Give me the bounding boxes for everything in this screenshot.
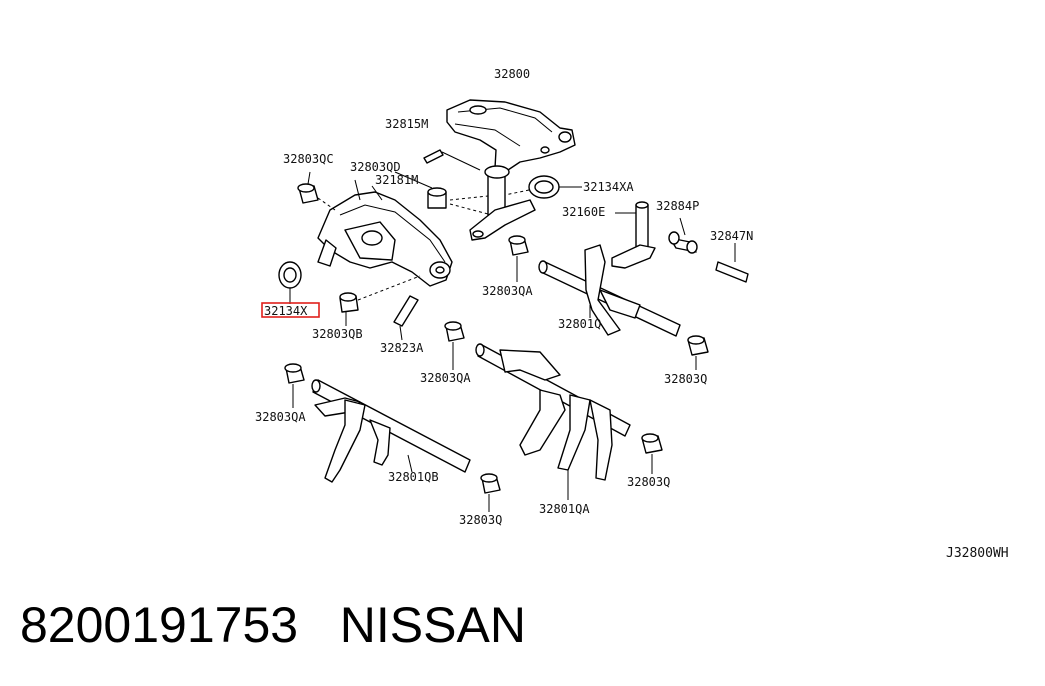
label-32803QA-middle[interactable]: 32803QA	[420, 371, 471, 385]
label-32803QD[interactable]: 32803QD	[350, 160, 401, 174]
label-32803QB[interactable]: 32803QB	[312, 327, 363, 341]
pin-32847N	[715, 243, 749, 283]
bushing-32803QB	[339, 275, 421, 326]
shift-lever-bracket-32800	[446, 99, 576, 241]
bushing-32803Q-right	[687, 335, 709, 370]
seal-32134XA	[504, 175, 582, 199]
fork-rod-32801QB	[311, 379, 471, 483]
footer-part-info: 8200191753 NISSAN	[20, 596, 526, 654]
label-32134X[interactable]: 32134X	[264, 304, 308, 318]
label-32181M[interactable]: 32181M	[375, 173, 418, 187]
seal-32134X	[278, 261, 302, 304]
shaft-32160E	[611, 201, 656, 269]
brand-name: NISSAN	[339, 597, 526, 653]
label-32803QA-upper[interactable]: 32803QA	[482, 284, 533, 298]
label-32803Q-right[interactable]: 32803Q	[664, 372, 707, 386]
label-32884P[interactable]: 32884P	[656, 199, 699, 213]
label-32803Q-lower[interactable]: 32803Q	[459, 513, 502, 527]
highlight-box-32134X	[261, 302, 320, 318]
bushing-32803QC	[297, 171, 336, 211]
fork-rod-32801QA	[475, 343, 631, 500]
bushing-32803QD	[394, 171, 489, 215]
bushing-32803QA-upper	[508, 235, 529, 282]
label-32801QB[interactable]: 32801QB	[388, 470, 439, 484]
label-32847N[interactable]: 32847N	[710, 229, 753, 243]
pin-32823A	[393, 295, 419, 341]
label-32823A[interactable]: 32823A	[380, 341, 424, 355]
bushing-32884P	[668, 217, 698, 254]
bushing-32803Q-right-lower	[641, 433, 663, 474]
label-32801QA[interactable]: 32801QA	[539, 502, 590, 516]
label-32800[interactable]: 32800	[494, 67, 530, 81]
label-32803QC[interactable]: 32803QC	[283, 152, 334, 166]
diagram-code: J32800WH	[946, 546, 1009, 561]
control-housing-32181M	[317, 179, 453, 287]
label-32803Q-right-lower[interactable]: 32803Q	[627, 475, 670, 489]
bushing-32803Q-lower	[480, 473, 501, 512]
label-32160E[interactable]: 32160E	[562, 205, 605, 219]
part-number: 8200191753	[20, 597, 299, 653]
pin-32815M	[423, 149, 481, 171]
fork-rod-32801Q	[538, 244, 681, 337]
bushing-32803QA-middle	[444, 321, 465, 370]
label-32815M[interactable]: 32815M	[385, 117, 428, 131]
bushing-32803QA-left	[284, 363, 305, 408]
label-32803QA-left[interactable]: 32803QA	[255, 410, 306, 424]
label-32801Q[interactable]: 32801Q	[558, 317, 601, 331]
label-32134XA[interactable]: 32134XA	[583, 180, 634, 194]
